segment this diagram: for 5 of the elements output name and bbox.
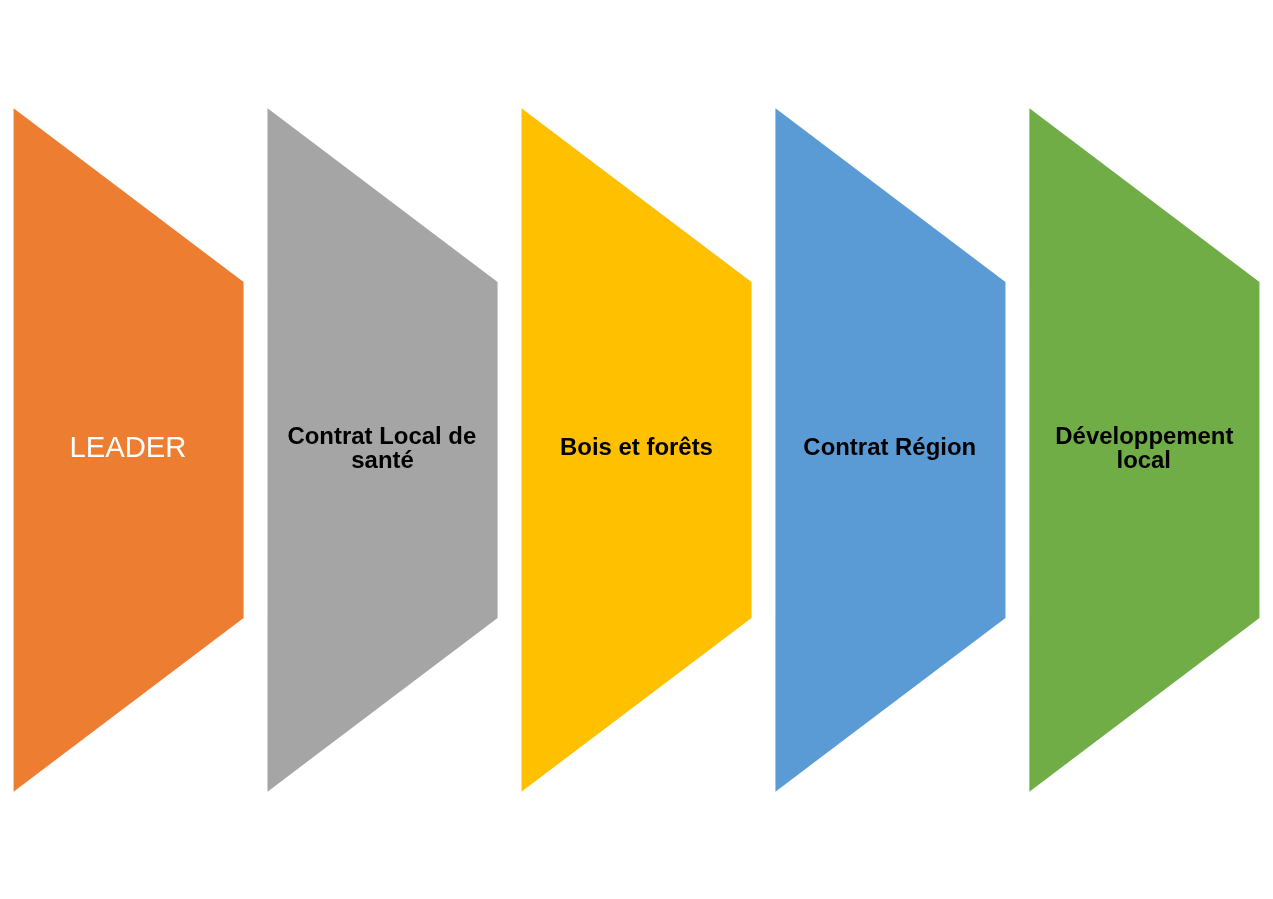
node-box: Bois et forêts — [521, 107, 752, 792]
node-box: Contrat Région — [775, 107, 1006, 792]
node-box: Développement local — [1029, 107, 1260, 792]
node-box: LEADER — [13, 107, 244, 792]
node-box: Contrat Local de santé — [267, 107, 498, 792]
